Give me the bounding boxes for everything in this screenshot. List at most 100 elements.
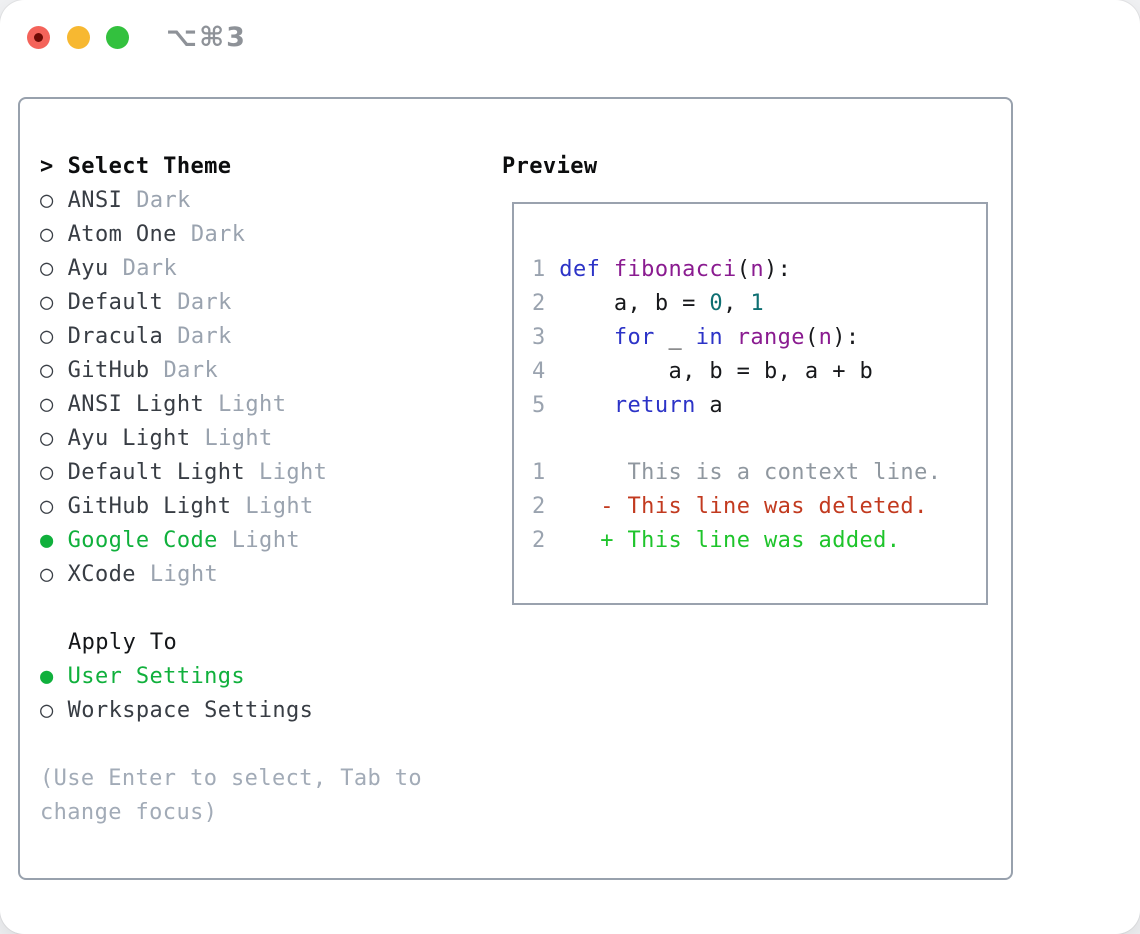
theme-name: Default Light <box>67 460 246 485</box>
code-token: range <box>736 325 805 350</box>
radio-icon: ○ <box>40 188 54 213</box>
theme-variant: Light <box>231 528 300 553</box>
theme-variant: Light <box>204 426 273 451</box>
theme-variant: Light <box>218 392 287 417</box>
theme-name: ANSI <box>67 188 123 213</box>
theme-variant: Light <box>245 494 314 519</box>
window-shortcut-label: ⌥⌘3 <box>166 22 247 53</box>
code-token: def <box>559 257 614 282</box>
code-line: 2 a, b = 0, 1 <box>532 287 986 321</box>
theme-name: Ayu <box>67 256 109 281</box>
code-token <box>559 325 614 350</box>
code-token <box>559 393 614 418</box>
theme-option-dracula-dark[interactable]: ○ Dracula Dark <box>40 320 422 354</box>
code-token: n <box>818 325 833 350</box>
line-number: 4 <box>532 359 560 384</box>
code-token: in <box>695 325 724 350</box>
code-token: fibonacci <box>613 257 737 282</box>
code-token: ): <box>832 325 860 350</box>
theme-variant: Dark <box>177 324 232 349</box>
line-number: 3 <box>532 325 560 350</box>
theme-option-google-code-light[interactable]: ● Google Code Light <box>40 524 422 558</box>
code-token: a, b = <box>559 291 710 316</box>
prompt-icon: > <box>40 154 54 179</box>
theme-option-ansi-dark[interactable]: ○ ANSI Dark <box>40 184 422 218</box>
theme-variant: Dark <box>136 188 191 213</box>
radio-icon: ○ <box>40 256 54 281</box>
diff-text: This is a context line. <box>545 460 942 485</box>
radio-icon: ○ <box>40 426 54 451</box>
diff-deleted-line: 2 - This line was deleted. <box>532 490 986 524</box>
code-token: a, b = b, a + b <box>559 359 874 384</box>
radio-icon: ○ <box>40 222 54 247</box>
line-number: 2 <box>532 528 546 553</box>
line-number: 2 <box>532 494 546 519</box>
code-token: 1 <box>750 291 765 316</box>
code-line: 3 for _ in range(n): <box>532 321 986 355</box>
code-line: 1 def fibonacci(n): <box>532 253 986 287</box>
theme-name: Ayu Light <box>67 426 191 451</box>
code-line: 4 a, b = b, a + b <box>532 355 986 389</box>
theme-variant: Dark <box>122 256 178 281</box>
code-token: ( <box>804 325 819 350</box>
spacer <box>532 423 986 456</box>
theme-option-ansi-light[interactable]: ○ ANSI Light Light <box>40 388 422 422</box>
theme-variant: Dark <box>177 290 232 315</box>
theme-option-ayu-light[interactable]: ○ Ayu Light Light <box>40 422 422 456</box>
radio-selected-icon: ● <box>40 528 54 553</box>
theme-variant: Light <box>259 460 328 485</box>
close-button[interactable] <box>27 26 50 49</box>
theme-name: Google Code <box>67 528 218 553</box>
code-token: 0 <box>709 291 724 316</box>
radio-icon: ○ <box>40 324 54 349</box>
diff-text: - This line was deleted. <box>545 494 928 519</box>
line-number: 1 <box>532 460 546 485</box>
diff-context-line: 1 This is a context line. <box>532 456 986 490</box>
apply-option-user-settings[interactable]: ●User Settings <box>40 660 422 694</box>
line-number: 1 <box>532 257 560 282</box>
minimize-button[interactable] <box>67 26 90 49</box>
radio-icon: ○ <box>40 392 54 417</box>
theme-variant: Light <box>149 562 219 587</box>
code-token: ( <box>736 257 751 282</box>
hint-text-line1: (Use Enter to select, Tab to <box>40 766 423 791</box>
code-token: return <box>613 393 696 418</box>
spacer <box>40 728 422 762</box>
apply-to-title: Apply To <box>68 630 178 655</box>
radio-icon: ○ <box>40 494 54 519</box>
code-token: for <box>613 325 655 350</box>
apply-option-label: User Settings <box>67 664 246 689</box>
theme-option-default-dark[interactable]: ○ Default Dark <box>40 286 422 320</box>
list-title-row: > Select Theme <box>40 150 422 184</box>
hint-text-line2: change focus) <box>40 800 218 825</box>
radio-icon: ○ <box>40 698 54 723</box>
preview-title: Preview <box>502 154 598 179</box>
theme-name: Default <box>67 290 164 315</box>
line-number: 2 <box>532 291 560 316</box>
theme-variant: Dark <box>190 222 246 247</box>
theme-option-github-light[interactable]: ○ GitHub Light Light <box>40 490 422 524</box>
theme-option-atom-one-dark[interactable]: ○ Atom One Dark <box>40 218 422 252</box>
code-token: n <box>750 257 765 282</box>
code-token: , <box>723 291 751 316</box>
theme-option-ayu-dark[interactable]: ○ Ayu Dark <box>40 252 422 286</box>
theme-name: XCode <box>67 562 136 587</box>
list-title: Select Theme <box>67 154 232 179</box>
theme-name: ANSI Light <box>67 392 205 417</box>
apply-option-workspace-settings[interactable]: ○Workspace Settings <box>40 694 422 728</box>
radio-icon: ○ <box>40 290 54 315</box>
preview-pane: 1 def fibonacci(n): 2 a, b = 0, 1 3 for … <box>512 202 988 605</box>
theme-variant: Dark <box>163 358 219 383</box>
maximize-button[interactable] <box>106 26 129 49</box>
radio-icon: ○ <box>40 358 54 383</box>
theme-name: Dracula <box>67 324 164 349</box>
theme-name: Atom One <box>67 222 177 247</box>
theme-name: GitHub Light <box>67 494 232 519</box>
diff-added-line: 2 + This line was added. <box>532 524 986 558</box>
